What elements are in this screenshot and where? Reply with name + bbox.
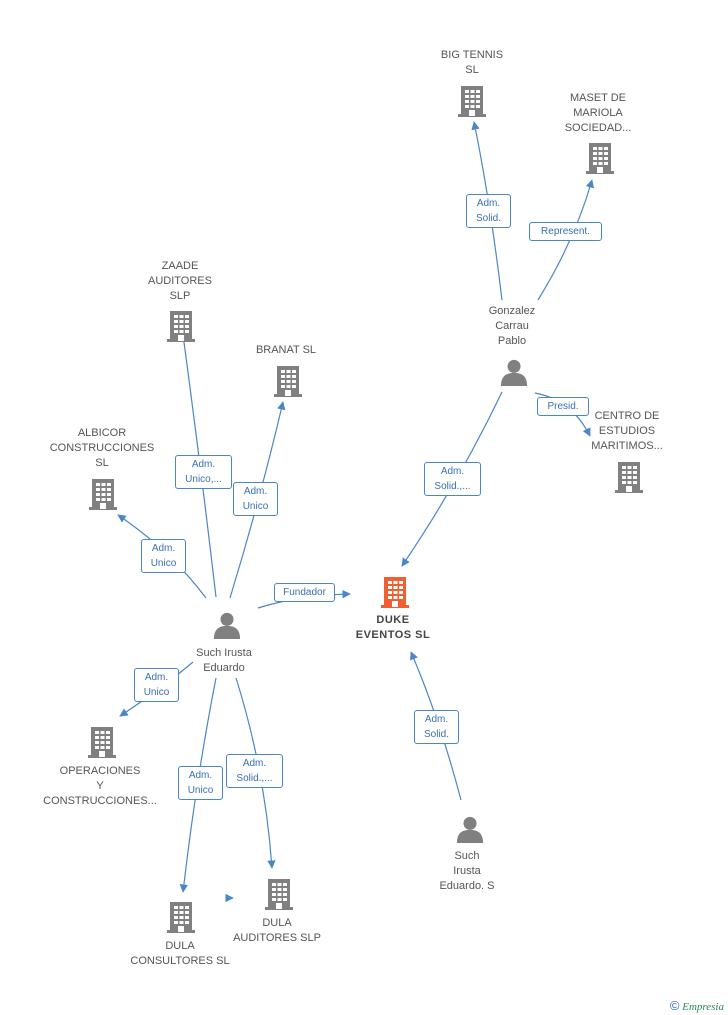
- person-icon[interactable]: [500, 359, 528, 386]
- node-centro-label[interactable]: CENTRO DE ESTUDIOS MARITIMOS...: [591, 410, 663, 452]
- building-icon[interactable]: [167, 311, 195, 342]
- building-icon[interactable]: [167, 902, 195, 933]
- node-zaade-label[interactable]: ZAADE AUDITORES SLP: [148, 260, 212, 302]
- node-operaciones-label[interactable]: OPERACIONES Y CONSTRUCCIONES...: [43, 765, 157, 807]
- node-branat-label[interactable]: BRANAT SL: [255, 344, 317, 356]
- building-icon[interactable]: [274, 366, 302, 397]
- edge-label-branat: Adm. Unico: [233, 482, 278, 516]
- edge-label-centro: Presid.: [537, 397, 589, 416]
- footer-brand[interactable]: © Empresia: [670, 998, 724, 1013]
- edge-label-dula-auditores: Adm. Solid.,...: [226, 754, 283, 788]
- building-icon[interactable]: [381, 577, 409, 608]
- person-icon[interactable]: [456, 816, 484, 843]
- node-dula-auditores-label[interactable]: DULA AUDITORES SLP: [233, 917, 321, 944]
- building-icon[interactable]: [89, 479, 117, 510]
- edge-label-zaade: Adm. Unico,...: [175, 455, 232, 489]
- edge-label-dula-consultores: Adm. Unico: [178, 766, 223, 800]
- building-icon[interactable]: [615, 462, 643, 493]
- building-icon[interactable]: [88, 727, 116, 758]
- edge-label-operaciones: Adm. Unico: [134, 668, 179, 702]
- edge-label-such-s: Adm. Solid.: [414, 710, 459, 744]
- node-icons: [88, 86, 643, 933]
- node-such-label[interactable]: Such Irusta Eduardo: [196, 647, 252, 674]
- building-icon[interactable]: [265, 879, 293, 910]
- node-gonzalez-label[interactable]: Gonzalez Carrau Pablo: [488, 305, 536, 347]
- brand-logo-text: Empresia: [682, 1001, 724, 1013]
- edge-label-maset: Represent.: [529, 222, 602, 241]
- edge-label-fundador: Fundador: [274, 583, 335, 602]
- node-duke-label[interactable]: DUKE EVENTOS SL: [355, 614, 431, 641]
- edge-label-big-tennis: Adm. Solid.: [466, 194, 511, 228]
- node-big-tennis-label[interactable]: BIG TENNIS SL: [440, 49, 504, 76]
- node-such-s-label[interactable]: Such Irusta Eduardo. S: [439, 850, 495, 892]
- edge-label-albicor: Adm. Unico: [141, 539, 186, 573]
- person-icon[interactable]: [213, 612, 241, 639]
- node-dula-consultores-label[interactable]: DULA CONSULTORES SL: [130, 940, 230, 967]
- edge-label-gonzalez-duke: Adm. Solid.,...: [424, 462, 481, 496]
- copyright-icon: ©: [669, 998, 680, 1013]
- building-icon[interactable]: [458, 86, 486, 117]
- building-icon[interactable]: [586, 143, 614, 174]
- node-maset-label[interactable]: MASET DE MARIOLA SOCIEDAD...: [564, 92, 632, 134]
- node-albicor-label[interactable]: ALBICOR CONSTRUCCIONES SL: [49, 427, 155, 469]
